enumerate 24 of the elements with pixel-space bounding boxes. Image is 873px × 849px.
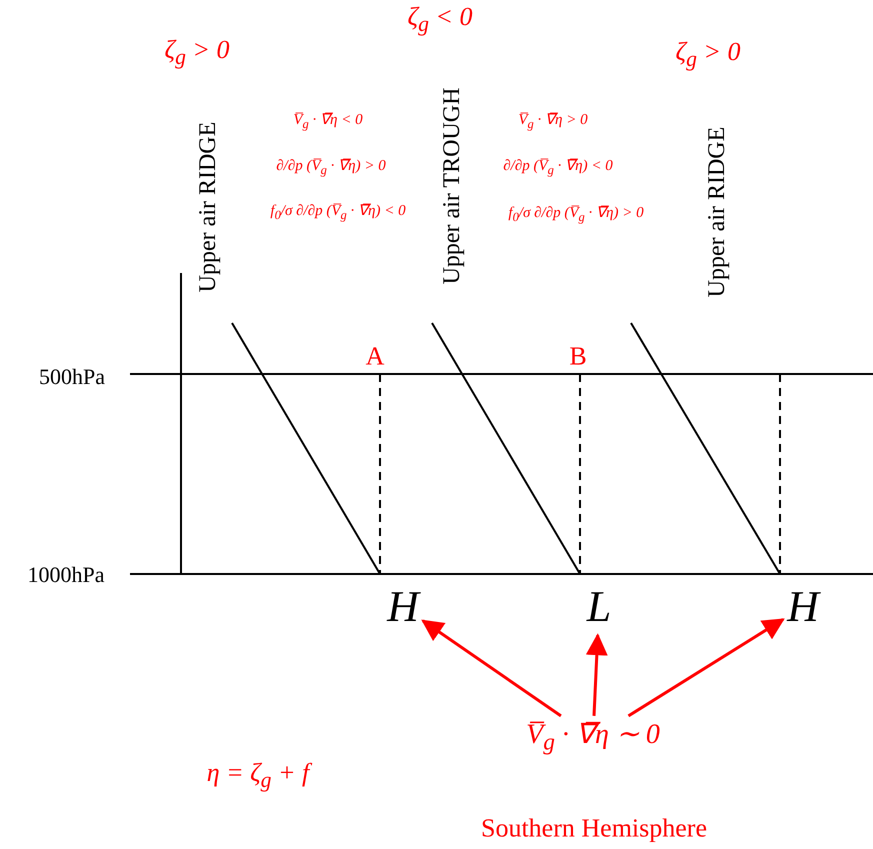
- arrow: [421, 619, 562, 718]
- advection-condition: V̅$_{g}$ · ∇̅η > 0: [518, 112, 588, 132]
- caption: Southern Hemisphere: [481, 814, 707, 844]
- point-label: B: [569, 342, 587, 372]
- advection-condition: ∂/∂p (V̅$_{g}$ · ∇̅η) < 0: [503, 158, 613, 178]
- axis-label: Upper air RIDGE: [704, 126, 730, 298]
- pressure-centre-label: H: [387, 582, 419, 632]
- pressure-level-label: 1000hPa: [28, 562, 104, 588]
- axis-label: Upper air RIDGE: [194, 122, 222, 292]
- advection-condition: V̅$_{g}$ · ∇̅η < 0: [293, 112, 363, 132]
- pressure-centre-label: H: [787, 582, 819, 632]
- vorticity-condition: ζ$_{g}$ < 0: [408, 3, 472, 37]
- vorticity-condition: ζ$_{g}$ > 0: [164, 36, 230, 70]
- arrow: [628, 618, 785, 718]
- pressure-level-label: 500hPa: [39, 364, 105, 390]
- pressure-centre-label: L: [586, 582, 612, 632]
- arrow: [586, 633, 608, 716]
- advection-condition: f$_{0}$/σ ∂/∂p (V̅$_{g}$ · ∇̅η) > 0: [508, 205, 644, 225]
- advection-condition: f$_{0}$/σ ∂/∂p (V̅$_{g}$ · ∇̅η) < 0: [270, 203, 406, 223]
- axis-label: Upper air TROUGH: [438, 88, 466, 284]
- advection-condition: ∂/∂p (V̅$_{g}$ · ∇̅η) > 0: [276, 158, 386, 178]
- equation: V̅$_{g}$ · ∇̅η ∼ 0: [526, 720, 660, 756]
- vorticity-condition: ζ$_{g}$ > 0: [676, 38, 740, 72]
- point-label: A: [366, 342, 384, 372]
